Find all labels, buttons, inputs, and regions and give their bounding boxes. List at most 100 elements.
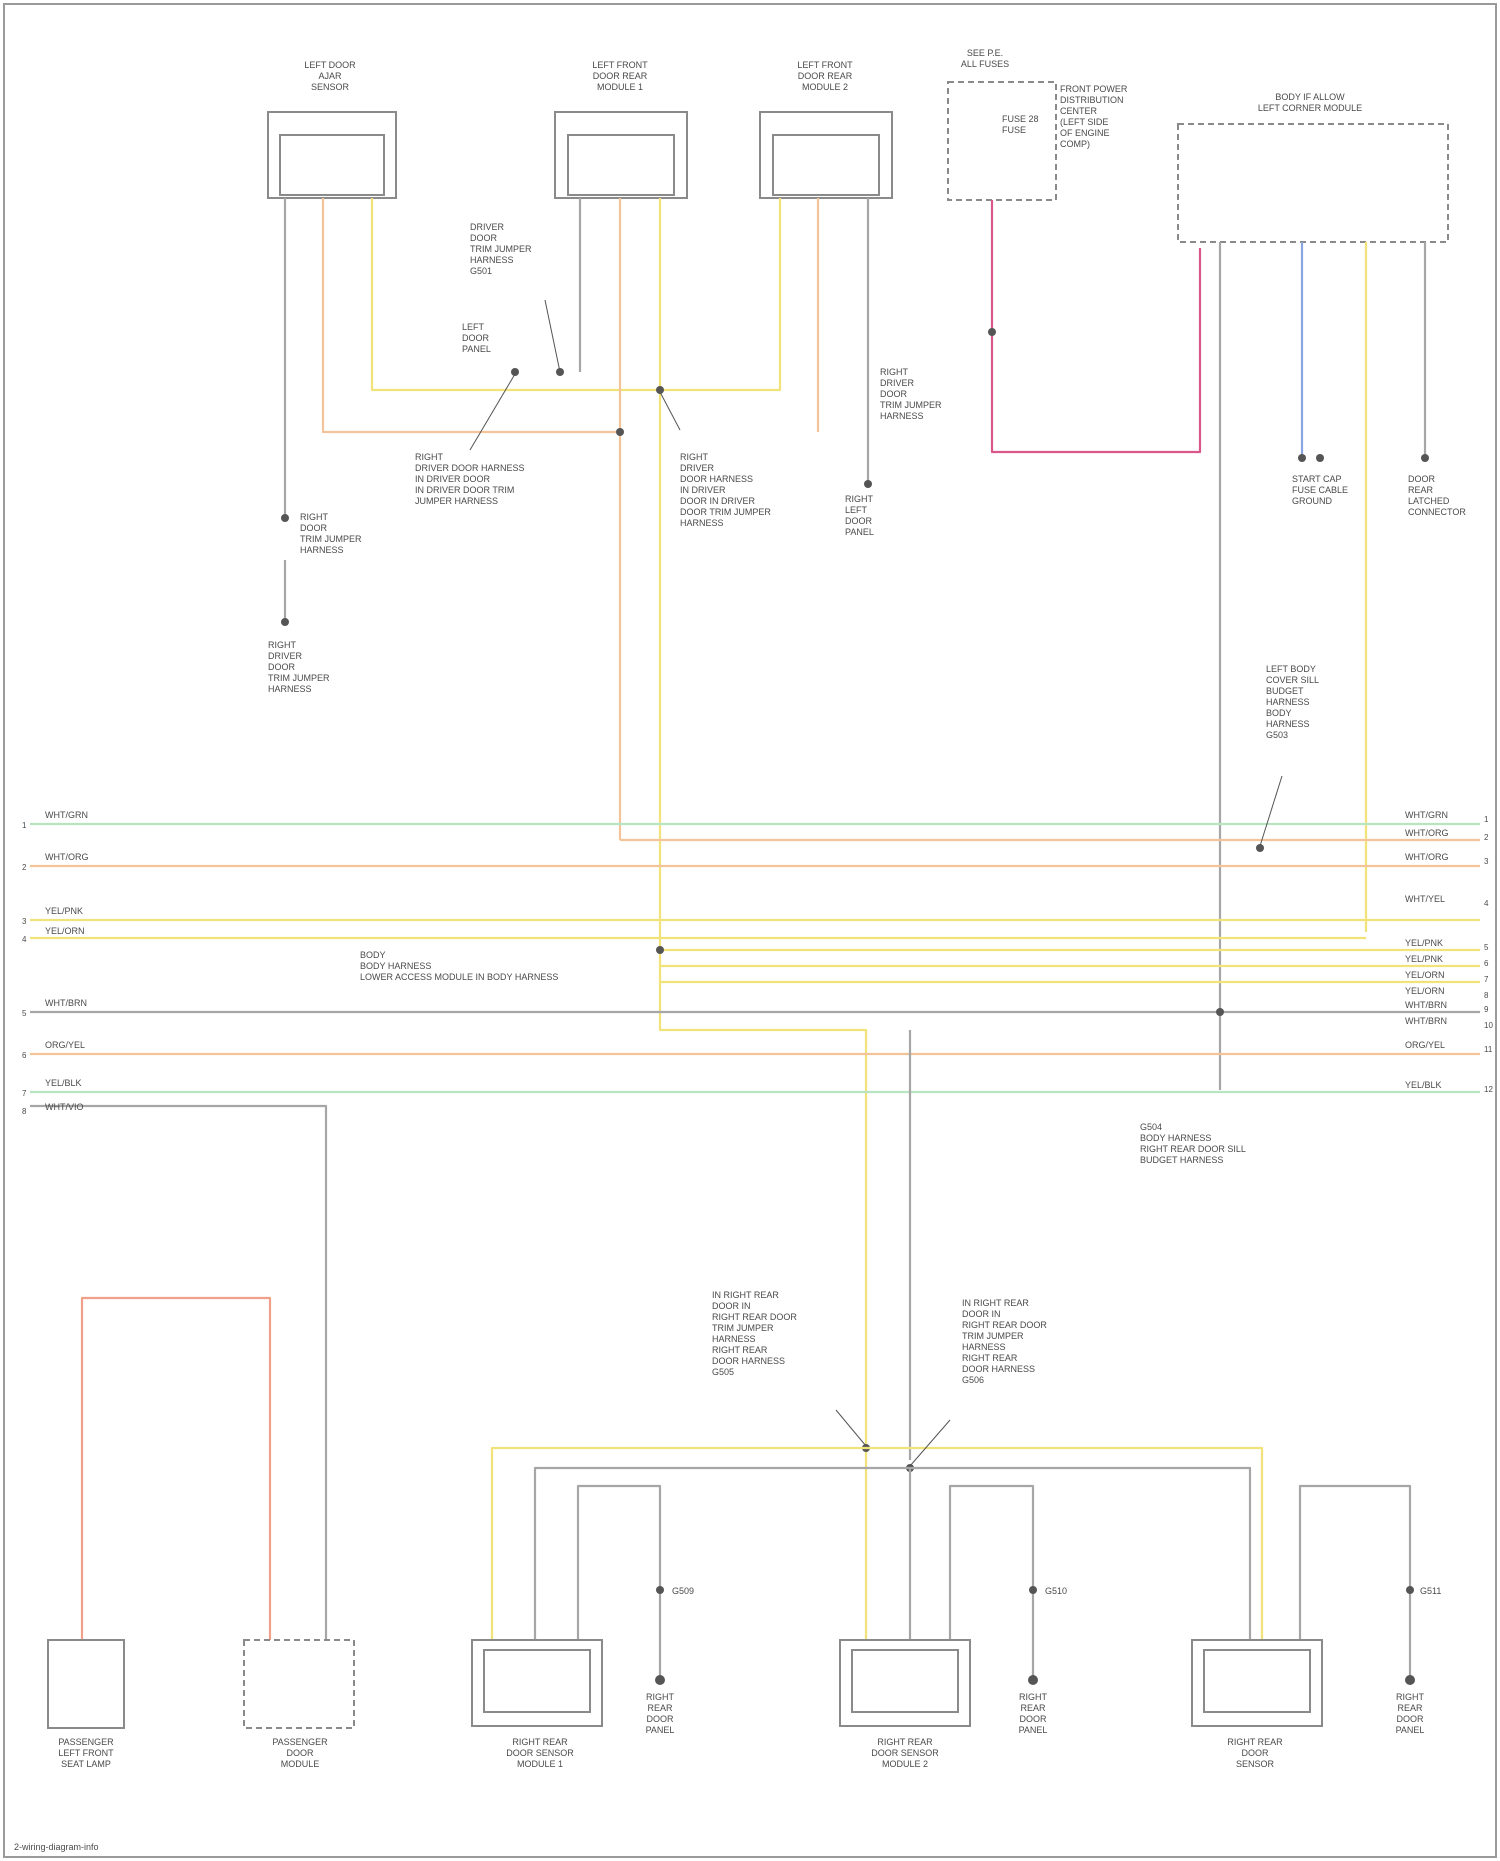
svg-text:8: 8 xyxy=(22,1107,27,1116)
svg-text:BODY IF ALLOWLEFT CORNER MODUL: BODY IF ALLOWLEFT CORNER MODULE xyxy=(1258,92,1362,113)
svg-text:YEL/PNK: YEL/PNK xyxy=(45,906,83,916)
passenger-seat-lamp: PASSENGERLEFT FRONTSEAT LAMP xyxy=(48,1640,124,1769)
svg-text:WHT/BRN: WHT/BRN xyxy=(1405,1016,1447,1026)
wire-passenger-salmon xyxy=(82,1298,270,1640)
svg-text:WHT/VIO: WHT/VIO xyxy=(45,1102,84,1112)
svg-text:YEL/PNK: YEL/PNK xyxy=(1405,938,1443,948)
svg-text:YEL/BLK: YEL/BLK xyxy=(45,1078,82,1088)
wire-fuse-pink xyxy=(992,200,1200,452)
svg-text:WHT/ORG: WHT/ORG xyxy=(45,852,89,862)
ground-label-2: G510 xyxy=(1045,1586,1067,1596)
svg-text:12: 12 xyxy=(1484,1085,1493,1094)
svg-text:5: 5 xyxy=(1484,943,1489,952)
svg-text:5: 5 xyxy=(22,1009,27,1018)
svg-text:1: 1 xyxy=(1484,815,1489,824)
svg-text:YEL/ORN: YEL/ORN xyxy=(1405,970,1445,980)
svg-text:WHT/GRN: WHT/GRN xyxy=(45,810,88,820)
note-rear-door-harness-right: IN RIGHT REARDOOR INRIGHT REAR DOORTRIM … xyxy=(962,1298,1047,1385)
svg-text:WHT/YEL: WHT/YEL xyxy=(1405,894,1445,904)
svg-text:ORG/YEL: ORG/YEL xyxy=(45,1040,85,1050)
svg-text:4: 4 xyxy=(1484,899,1489,908)
bus-right-labels: WHT/GRN WHT/ORG WHT/ORG WHT/YEL YEL/PNK … xyxy=(1405,810,1493,1094)
footer-text: 2-wiring-diagram-info xyxy=(14,1842,99,1852)
wire-rear-yellow-bus xyxy=(492,1448,1262,1640)
bus-left-labels: WHT/GRN WHT/ORG YEL/PNK YEL/ORN WHT/BRN … xyxy=(22,810,89,1116)
right-rear-door-module-2: RIGHT REARDOOR SENSORMODULE 2 xyxy=(840,1640,970,1769)
svg-text:WHT/GRN: WHT/GRN xyxy=(1405,810,1448,820)
svg-text:10: 10 xyxy=(1484,1021,1493,1030)
ground-label-1: G509 xyxy=(672,1586,694,1596)
svg-text:ORG/YEL: ORG/YEL xyxy=(1405,1040,1445,1050)
svg-text:WHT/BRN: WHT/BRN xyxy=(1405,1000,1447,1010)
svg-text:YEL/ORN: YEL/ORN xyxy=(45,926,85,936)
svg-text:SEE P.E.ALL FUSES: SEE P.E.ALL FUSES xyxy=(961,48,1009,69)
diagram-frame xyxy=(4,4,1496,1857)
wire-left-sensor-yellow xyxy=(372,198,780,390)
svg-text:6: 6 xyxy=(1484,959,1489,968)
svg-text:2: 2 xyxy=(1484,833,1489,842)
left-front-door-module-1-title: LEFT FRONTDOOR REARMODULE 1 xyxy=(592,60,648,92)
svg-text:YEL/BLK: YEL/BLK xyxy=(1405,1080,1442,1090)
svg-text:6: 6 xyxy=(22,1051,27,1060)
svg-text:4: 4 xyxy=(22,935,27,944)
svg-text:3: 3 xyxy=(1484,857,1489,866)
svg-text:WHT/ORG: WHT/ORG xyxy=(1405,828,1449,838)
svg-text:WHT/ORG: WHT/ORG xyxy=(1405,852,1449,862)
svg-text:9: 9 xyxy=(1484,1005,1489,1014)
body-control-module: BODY IF ALLOWLEFT CORNER MODULE xyxy=(1178,92,1448,242)
svg-text:WHT/BRN: WHT/BRN xyxy=(45,998,87,1008)
wire-rear-grey-bus xyxy=(535,1468,1250,1640)
svg-text:YEL/PNK: YEL/PNK xyxy=(1405,954,1443,964)
svg-text:11: 11 xyxy=(1484,1045,1493,1054)
svg-text:3: 3 xyxy=(22,917,27,926)
fuse-block-title: SEE P.E.ALL FUSES xyxy=(961,48,1009,69)
note-driver-trim-harness: DRIVERDOORTRIM JUMPERHARNESSG501 xyxy=(470,222,532,276)
svg-text:7: 7 xyxy=(22,1089,27,1098)
svg-text:8: 8 xyxy=(1484,991,1489,1000)
svg-text:1: 1 xyxy=(22,821,27,830)
svg-text:PASSENGERLEFT FRONTSEAT LAMP: PASSENGERLEFT FRONTSEAT LAMP xyxy=(58,1737,114,1769)
svg-text:YEL/ORN: YEL/ORN xyxy=(1405,986,1445,996)
svg-text:RIGHT REARDOOR SENSORMODULE 2: RIGHT REARDOOR SENSORMODULE 2 xyxy=(871,1737,939,1769)
